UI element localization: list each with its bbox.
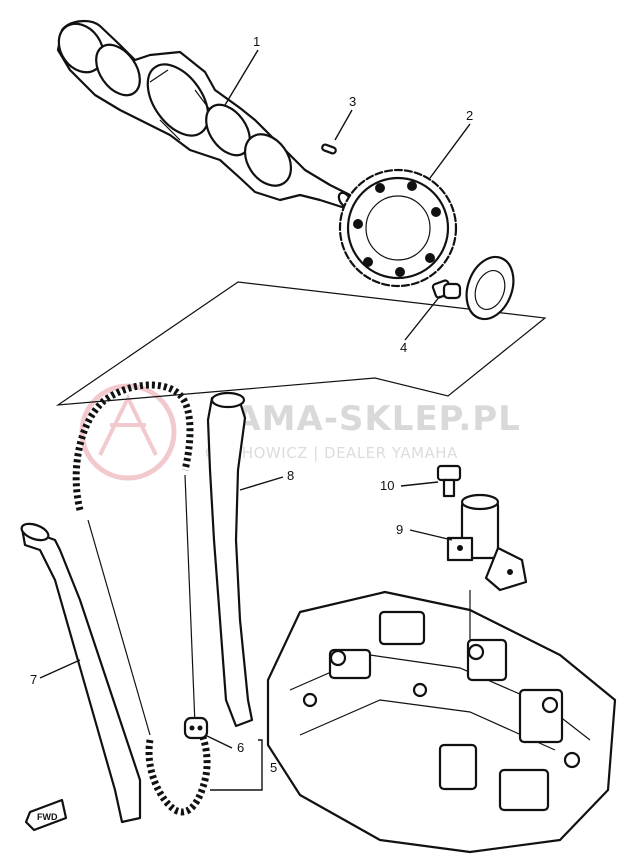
forward-arrow-icon: FWD xyxy=(24,798,68,832)
tensioner-bolt xyxy=(436,464,462,498)
watermark-subtitle: CIECHOWICZ | DEALER YAMAHA xyxy=(205,444,458,462)
chain-tensioner xyxy=(446,493,528,592)
leader-4 xyxy=(404,295,441,341)
sprocket-plate xyxy=(465,255,515,321)
callout-6: 6 xyxy=(237,740,244,755)
callout-2: 2 xyxy=(466,108,473,123)
callout-1: 1 xyxy=(253,34,260,49)
leader-3 xyxy=(334,109,353,141)
leader-6 xyxy=(204,734,233,749)
assembly-plane-outline xyxy=(55,281,547,406)
callout-3: 3 xyxy=(349,94,356,109)
callout-4: 4 xyxy=(400,340,407,355)
leader-9 xyxy=(409,529,453,541)
cam-sprocket xyxy=(338,168,458,288)
cylinder-head xyxy=(266,590,617,854)
callout-7: 7 xyxy=(30,672,37,687)
leader-7 xyxy=(39,659,81,679)
chain-joint-link xyxy=(183,716,209,740)
sprocket-bolt xyxy=(431,279,462,300)
callout-9: 9 xyxy=(396,522,403,537)
leader-10 xyxy=(400,481,439,487)
leader-8 xyxy=(239,476,284,491)
chain-guide-rear xyxy=(206,391,254,728)
leader-1 xyxy=(224,49,259,106)
leader-5 xyxy=(210,739,263,791)
callout-10: 10 xyxy=(380,478,394,493)
dowel-pin xyxy=(321,143,337,155)
cam-chain xyxy=(72,381,211,816)
callout-8: 8 xyxy=(287,468,294,483)
camshaft xyxy=(56,20,353,210)
callout-5: 5 xyxy=(270,760,277,775)
leader-2 xyxy=(429,123,471,179)
watermark-brand: YAMA-SKLEP.PL xyxy=(211,399,521,439)
yamaha-logo-watermark xyxy=(79,383,177,481)
chain-guide-front xyxy=(20,522,142,824)
fwd-label: FWD xyxy=(37,812,58,822)
